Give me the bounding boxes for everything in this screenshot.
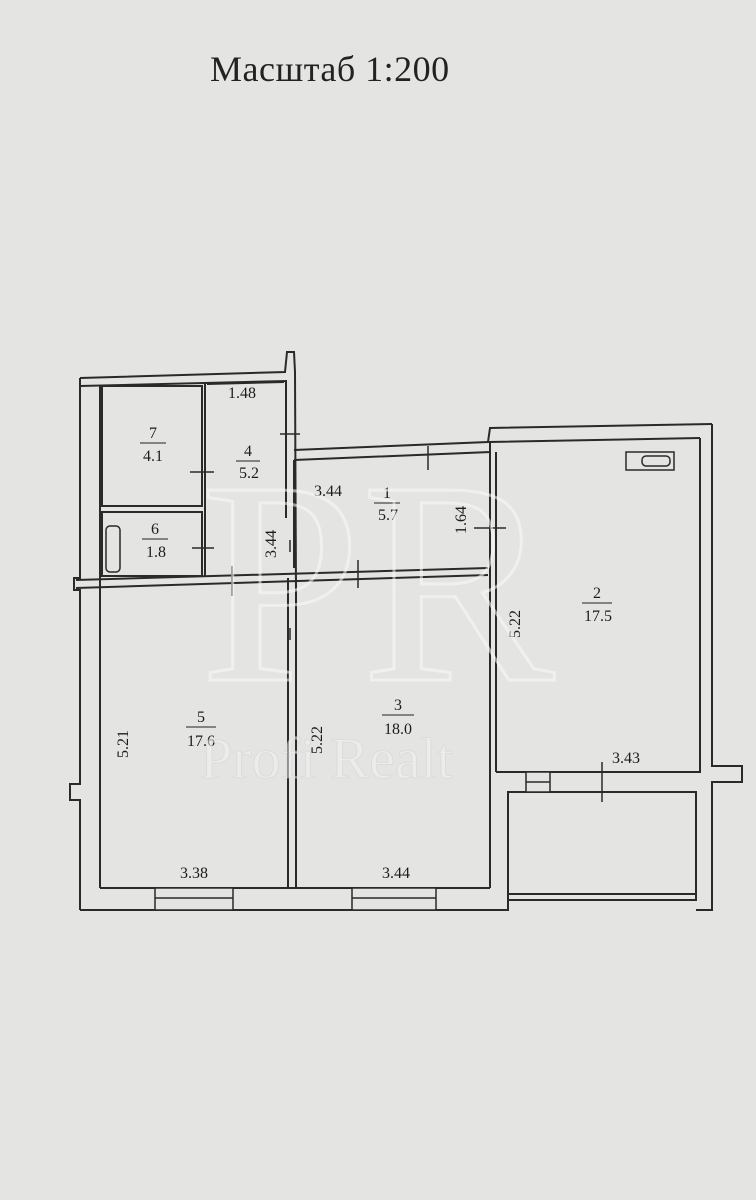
room-6-outline bbox=[101, 511, 203, 577]
room-number: 7 bbox=[149, 425, 157, 442]
heater-inner-icon bbox=[641, 455, 671, 467]
watermark-logo: PR bbox=[200, 422, 556, 743]
fixtures bbox=[105, 433, 675, 802]
dimension-label: 3.43 bbox=[612, 750, 640, 767]
room-area: 17.5 bbox=[584, 608, 612, 625]
watermark-text: Profi Realt bbox=[200, 726, 453, 791]
room-area: 5.7 bbox=[378, 507, 398, 524]
walls bbox=[69, 351, 743, 911]
dimension-label: 1.64 bbox=[453, 506, 470, 534]
room-number: 4 bbox=[244, 443, 252, 460]
window-room5 bbox=[154, 887, 234, 911]
wall-middle-horizontal bbox=[75, 567, 489, 581]
room-7-outline bbox=[101, 385, 203, 507]
dimension-label: 3.38 bbox=[180, 865, 208, 882]
dimension-label: 5.21 bbox=[115, 730, 132, 758]
room-number: 6 bbox=[151, 521, 159, 538]
wall-room2-right bbox=[496, 438, 701, 773]
dimension-labels: 1.48 3.44 3.44 1.64 5.22 3.43 5.21 5.22 … bbox=[115, 385, 640, 882]
wall-room2-outer-right bbox=[696, 424, 743, 911]
dimension-label: 3.44 bbox=[314, 483, 342, 500]
dimension-label: 3.44 bbox=[263, 530, 280, 558]
room-number: 5 bbox=[197, 709, 205, 726]
heater-icon bbox=[625, 451, 675, 471]
dimension-label: 3.44 bbox=[382, 865, 410, 882]
watermark: PR Profi Realt bbox=[199, 421, 558, 792]
wall-left-outer bbox=[69, 378, 81, 910]
room-area: 18.0 bbox=[384, 721, 412, 738]
wall-top-left bbox=[79, 351, 297, 596]
wall-corridor-top-inner bbox=[206, 381, 285, 385]
room-labels: 7 4.1 4 5.2 6 1.8 1 5.7 2 17.5 3 18.0 5 … bbox=[140, 425, 612, 750]
dimension-label: 5.22 bbox=[309, 726, 326, 754]
scale-label: Масштаб 1:200 bbox=[210, 49, 450, 89]
balcony-outline bbox=[507, 791, 697, 905]
dimension-label: 5.22 bbox=[507, 610, 524, 638]
room-area: 1.8 bbox=[146, 544, 166, 561]
wall-bottom-outer bbox=[80, 905, 509, 911]
room-number: 2 bbox=[593, 585, 601, 602]
room-number: 1 bbox=[383, 485, 391, 502]
wall-hall-top-outer bbox=[293, 423, 713, 451]
room-area: 17.6 bbox=[187, 733, 215, 750]
bathtub-icon bbox=[105, 525, 121, 573]
room-area: 5.2 bbox=[239, 465, 259, 482]
dimension-label: 1.48 bbox=[228, 385, 256, 402]
wall-hall-top bbox=[293, 437, 701, 461]
window-room3 bbox=[351, 887, 437, 911]
wall-middle-horizontal-2 bbox=[75, 574, 489, 589]
windows bbox=[154, 771, 551, 911]
room-area: 4.1 bbox=[143, 448, 163, 465]
room-number: 3 bbox=[394, 697, 402, 714]
